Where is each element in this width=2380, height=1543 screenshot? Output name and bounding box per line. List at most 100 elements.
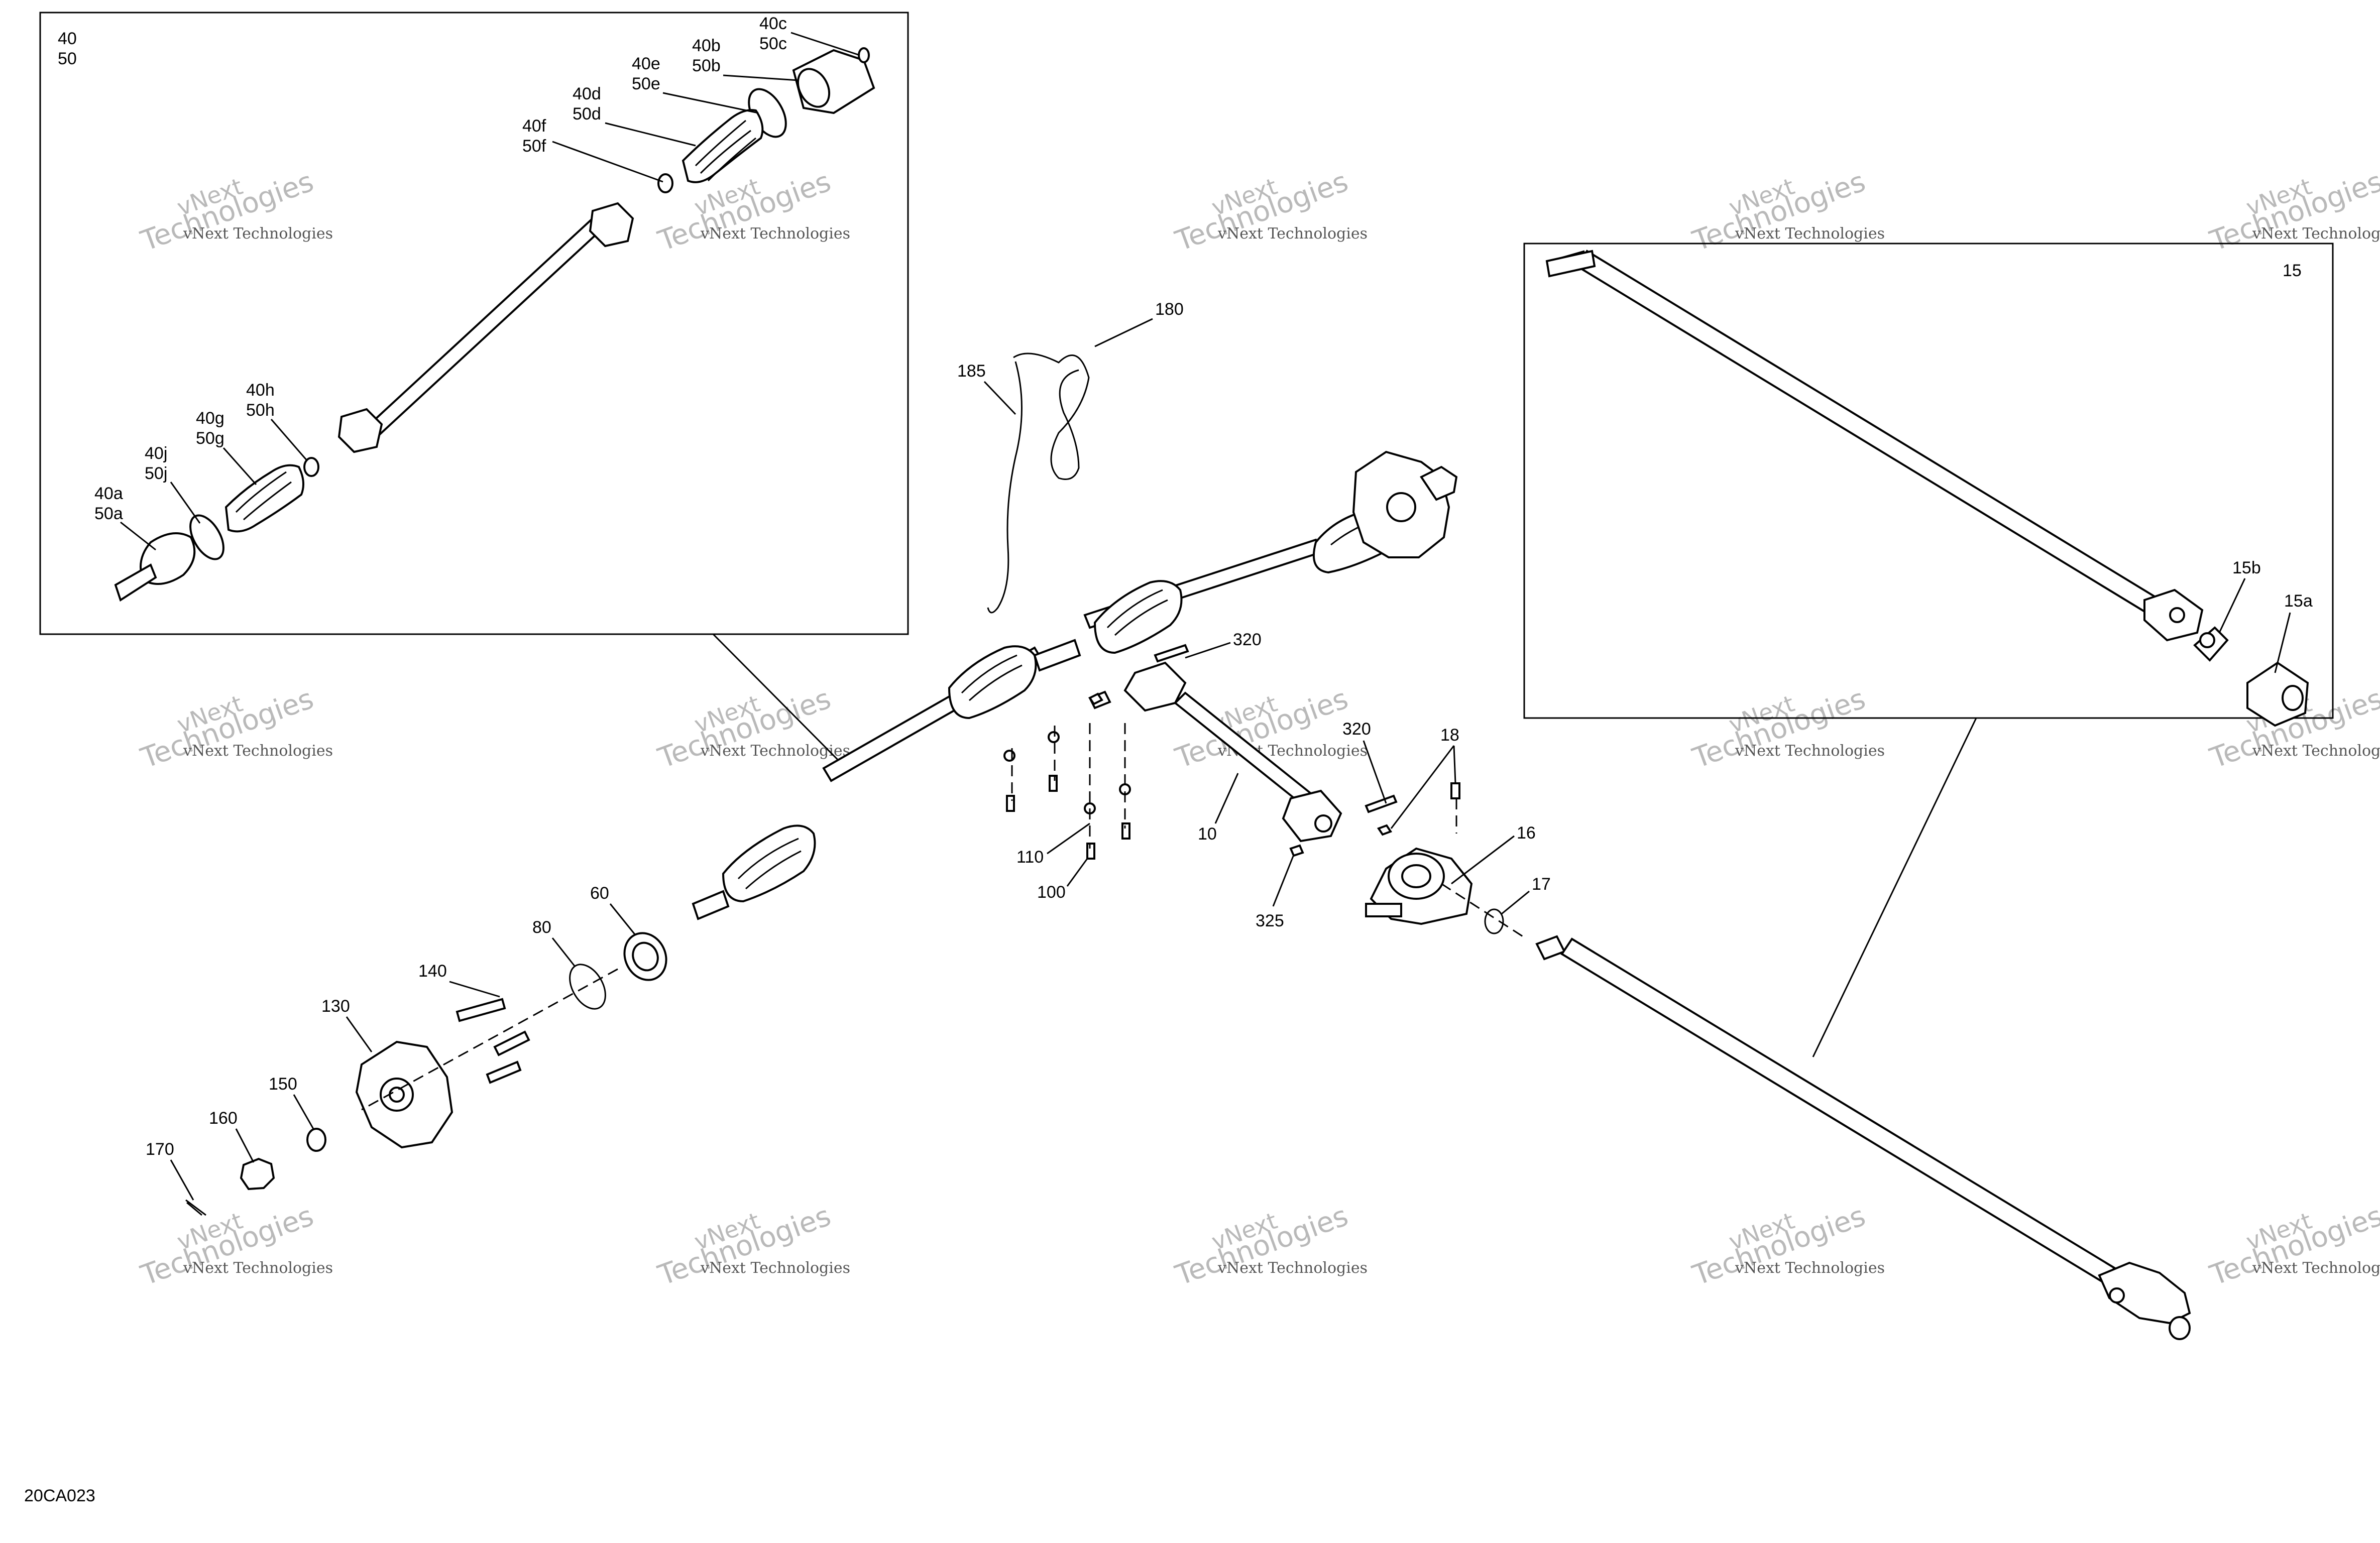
svg-text:40c: 40c [759,14,787,33]
svg-text:185: 185 [957,362,986,381]
hub-bolts [456,998,530,1084]
outer-joint-housing [792,47,875,114]
svg-text:17: 17 [1532,875,1551,894]
inner-joint-housing [114,532,196,602]
svg-text:15b: 15b [2232,558,2261,577]
watermark-small: vNext Technologies [183,742,333,760]
svg-text:10: 10 [1198,824,1217,844]
svg-text:150: 150 [269,1075,297,1094]
small-boot-clamp-upper [657,173,673,193]
watermark-small: vNext Technologies [700,225,850,243]
svg-text:80: 80 [532,918,551,937]
watermark-small: vNext Technologies [1735,742,1885,760]
svg-text:40b: 40b [692,36,721,55]
watermark-small: vNext Technologies [2252,742,2380,760]
svg-text:16: 16 [1517,823,1536,843]
svg-text:170: 170 [146,1140,174,1159]
watermark-small: vNext Technologies [1217,225,1368,243]
svg-text:140: 140 [418,962,447,981]
watermark-small: vNext Technologies [2252,225,2380,243]
knuckle-assembly [1352,450,1458,558]
svg-text:18: 18 [1440,726,1459,745]
axle-nut [240,1157,275,1191]
svg-text:40e: 40e [632,54,660,73]
inset-propshaft-tube [1545,250,2204,642]
svg-text:50b: 50b [692,56,721,75]
snap-ring [1484,908,1504,934]
watermark-small: vNext Technologies [700,742,850,760]
callout-60: 60 [590,884,636,935]
watermark-small: vNext Technologies [183,1259,333,1277]
callout-140: 140 [418,962,500,998]
callout-80: 80 [532,918,576,967]
washer [306,1128,326,1152]
wheel-hub [355,1040,454,1149]
svg-text:40g: 40g [196,409,224,428]
callout-150: 150 [269,1075,315,1130]
watermark-small: vNext Technologies [1735,1259,1885,1277]
inset-right-frame [1523,243,2334,719]
svg-text:50d: 50d [573,104,601,124]
callout-320-mid: 320 [1342,720,1387,804]
svg-text:50c: 50c [759,34,787,53]
svg-text:60: 60 [590,884,609,903]
svg-text:110: 110 [1016,848,1044,867]
inset-left-cv-joint-assembly: 40 50 4 [39,12,909,635]
svg-text:40h: 40h [246,381,275,400]
svg-text:15a: 15a [2284,591,2313,611]
watermark-small: vNext Technologies [2252,1259,2380,1277]
center-bearing-support [1365,847,1473,925]
inset-right-leader [1812,718,1977,1057]
diagram-code: 20CA023 [24,1486,95,1505]
lower-cv-boot [224,464,304,533]
small-boot-clamp-lower [303,457,319,477]
svg-text:50h: 50h [246,401,275,420]
callout-16: 16 [1451,823,1536,885]
inset-left-header-line2: 50 [58,49,77,68]
inset-left-leader [712,633,850,772]
svg-text:50f: 50f [522,137,546,156]
inset-right-header: 15 [2283,261,2302,280]
inset-universal-joint-cross [2193,626,2229,662]
svg-text:40a: 40a [94,484,123,503]
bolts-and-washers [1003,644,1460,860]
centerline-hub [361,968,618,1111]
callout-100: 100 [1037,858,1088,902]
axle-shaft [337,202,634,453]
svg-text:40f: 40f [522,116,546,136]
inset-left-header-line1: 40 [58,29,77,48]
callout-18: 18 [1390,726,1459,829]
callout-40a: 40a 50a [94,484,156,551]
svg-text:40j: 40j [145,444,167,463]
svg-text:50e: 50e [632,74,660,93]
callout-40c: 40c 50c [759,14,860,56]
svg-text:130: 130 [321,997,350,1016]
svg-text:160: 160 [209,1109,238,1128]
callout-40f: 40f 50f [522,116,663,183]
svg-text:50j: 50j [145,464,167,483]
callout-160: 160 [209,1109,255,1163]
svg-text:50g: 50g [196,429,224,448]
svg-text:320: 320 [1342,720,1371,739]
inset-right-propshaft-assembly: 15 15b 15a [1523,243,2334,727]
callout-40h: 40h 50h [246,381,308,461]
callout-40g: 40g 50g [196,409,257,485]
callout-40e: 40e 50e [632,54,759,114]
svg-text:320: 320 [1233,630,1262,649]
callout-40b: 40b 50b [692,36,799,81]
callout-10: 10 [1198,773,1239,844]
brake-line [987,352,1090,614]
callout-15b: 15b [2219,558,2261,632]
callout-130: 130 [321,997,373,1052]
